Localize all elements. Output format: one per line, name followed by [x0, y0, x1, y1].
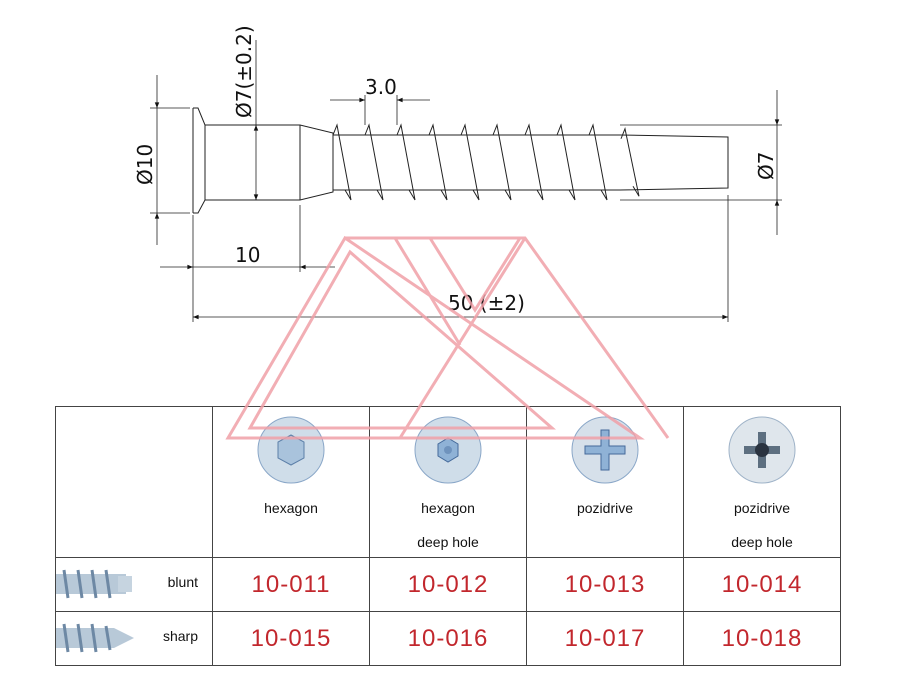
thread-crest: [332, 123, 352, 201]
column-header: pozidrive deep hole: [683, 406, 841, 558]
column-label: pozidrive: [576, 500, 634, 516]
thread-crest: [556, 123, 576, 201]
column-header: hexagon deep hole: [369, 406, 527, 558]
column-label: pozidrive: [733, 500, 791, 516]
product-code-cell: 10-014: [683, 557, 841, 612]
dim-neck-diameter: Ø7(±0.2): [232, 25, 256, 118]
column-sublabel: deep hole: [417, 534, 479, 550]
thread-crest: [364, 123, 384, 201]
product-code-cell: 10-016: [369, 611, 527, 666]
product-code-cell: 10-011: [212, 557, 370, 612]
column-header: hexagon: [212, 406, 370, 558]
table-row: sharp 10-015 10-016 10-017 10-018: [55, 611, 841, 666]
thread-crest: [524, 123, 544, 201]
thread-crest: [588, 123, 608, 201]
sharp-tip-icon: [56, 623, 134, 653]
thread-crest: [620, 127, 640, 197]
product-code-cell: 10-015: [212, 611, 370, 666]
row-label: blunt: [167, 574, 198, 590]
row-header-blunt: blunt: [55, 557, 213, 612]
pozidrive-icon: [571, 416, 639, 484]
row-header-sharp: sharp: [55, 611, 213, 666]
thread-crest: [460, 123, 480, 201]
product-code-cell: 10-013: [526, 557, 684, 612]
blunt-tip-icon: [56, 569, 132, 599]
product-code-table: hexagon hexagon deep hole pozidrive pozi…: [55, 406, 841, 666]
table-row: blunt 10-011 10-012 10-013 10-014: [55, 557, 841, 612]
table-header-row: hexagon hexagon deep hole pozidrive pozi…: [55, 406, 841, 558]
hexagon-deep-socket-icon: [414, 416, 482, 484]
product-code-cell: 10-018: [683, 611, 841, 666]
dim-total-length: 50 (±2): [448, 291, 525, 315]
screw-outline: [192, 107, 729, 214]
thread-crest: [428, 123, 448, 201]
dim-pitch: 3.0: [365, 75, 397, 99]
thread-crest: [396, 123, 416, 201]
hexagon-socket-icon: [257, 416, 325, 484]
column-header: pozidrive: [526, 406, 684, 558]
dim-neck-length: 10: [235, 243, 260, 267]
row-label: sharp: [162, 628, 198, 644]
empty-corner-cell: [55, 406, 213, 558]
dim-thread-diameter: Ø7: [754, 152, 778, 180]
screw-technical-drawing: Ø10 Ø7(±0.2) 3.0 Ø7 10 50 (±2): [133, 25, 782, 322]
dim-head-diameter: Ø10: [133, 144, 157, 185]
column-label: hexagon: [421, 500, 475, 516]
pozidrive-deep-icon: [728, 416, 796, 484]
column-sublabel: deep hole: [731, 534, 793, 550]
column-label: hexagon: [264, 500, 318, 516]
product-code-cell: 10-012: [369, 557, 527, 612]
product-code-cell: 10-017: [526, 611, 684, 666]
thread-crest: [492, 123, 512, 201]
